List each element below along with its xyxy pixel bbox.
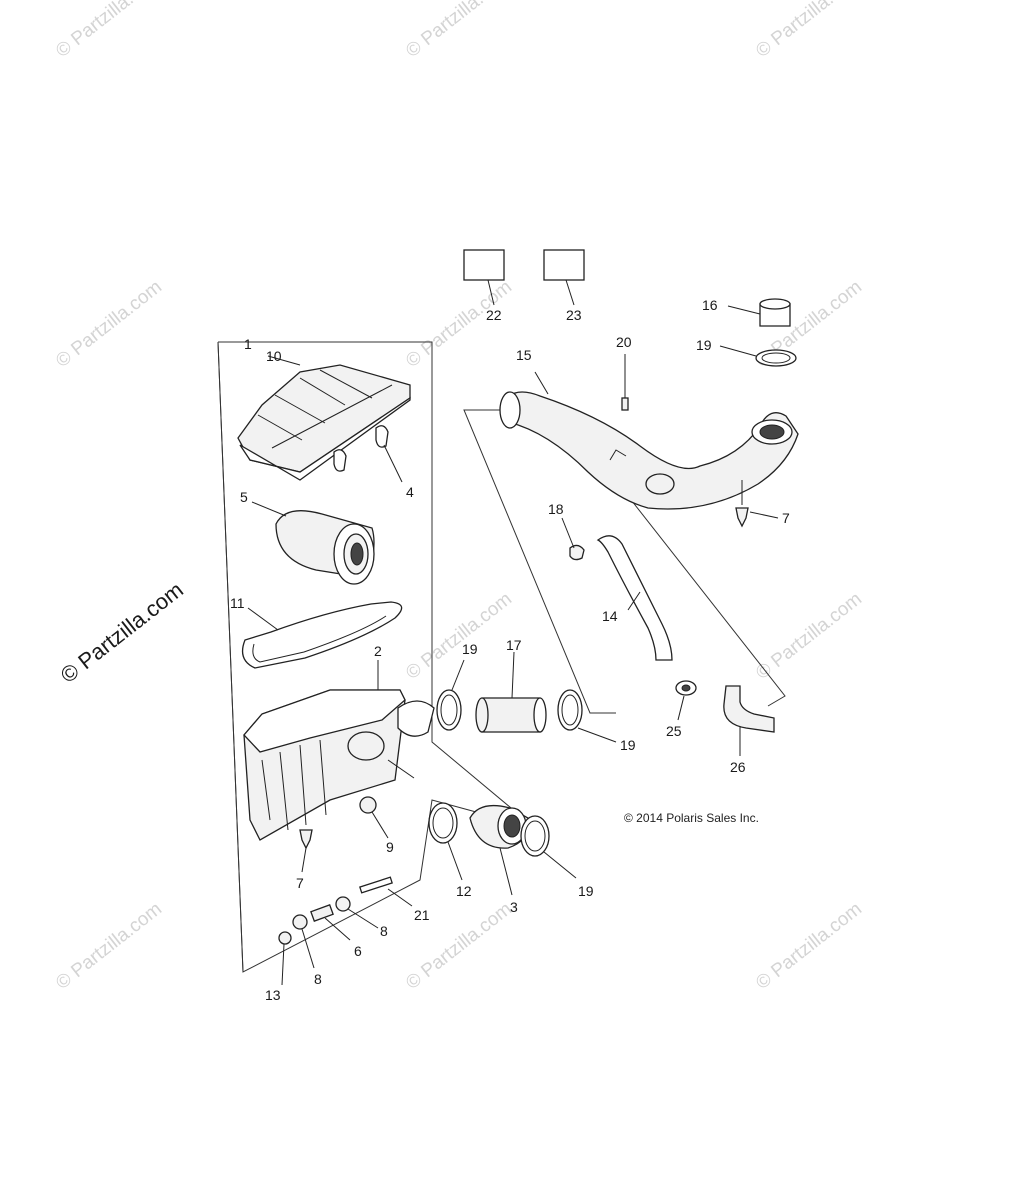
hose-14: [596, 535, 673, 661]
intake-boot: [469, 804, 530, 896]
callout-5: 5: [240, 489, 248, 505]
callout-11: 11: [230, 595, 245, 611]
callout-19-top: 19: [696, 337, 712, 353]
coupler-17: [475, 651, 547, 733]
callout-9: 9: [386, 839, 394, 855]
callout-labels: 1 10 4 5 11 2 9 7 21 8 6 8 13 12 3 19 19…: [230, 297, 790, 1003]
callout-17: 17: [506, 637, 522, 653]
airbox-base: [243, 660, 435, 841]
drain-plug-9: [359, 796, 389, 839]
callout-12: 12: [456, 883, 472, 899]
callout-8-right: 8: [380, 923, 388, 939]
callout-19-b: 19: [620, 737, 636, 753]
callout-8-left: 8: [314, 971, 322, 987]
callout-21: 21: [414, 907, 430, 923]
callout-6: 6: [354, 943, 362, 959]
callout-18: 18: [548, 501, 564, 517]
callout-1: 1: [244, 336, 252, 352]
callout-14: 14: [602, 608, 618, 624]
watermark-text: © Partzilla.com: [52, 277, 166, 372]
watermark-text: © Partzilla.com: [402, 589, 516, 684]
clamp-25: [675, 680, 697, 721]
callout-25: 25: [666, 723, 682, 739]
tube-frame: [463, 409, 786, 714]
clamp-19-lower: [520, 815, 577, 879]
callout-7-left: 7: [296, 875, 304, 891]
hardware-set: [278, 876, 413, 986]
callout-13: 13: [265, 987, 281, 1003]
intake-tube: [499, 371, 799, 510]
callout-23: 23: [566, 307, 582, 323]
watermark-text: © Partzilla.com: [52, 0, 166, 62]
watermark-text: © Partzilla.com: [402, 277, 516, 372]
callout-3: 3: [510, 899, 518, 915]
callout-26: 26: [730, 759, 746, 775]
callout-2: 2: [374, 643, 382, 659]
callout-16: 16: [702, 297, 718, 313]
watermark-layer: © Partzilla.com © Partzilla.com © Partzi…: [52, 0, 866, 994]
callout-19-a: 19: [462, 641, 478, 657]
clamp-18: [561, 517, 585, 561]
air-filter: [251, 501, 375, 585]
airbox-cover: [237, 355, 411, 481]
cover-clips: [333, 425, 403, 483]
callout-19-lower: 19: [578, 883, 594, 899]
callout-4: 4: [406, 484, 414, 500]
screw-20: [621, 354, 629, 411]
callout-7-right: 7: [782, 510, 790, 526]
watermark-text: © Partzilla.com: [752, 899, 866, 994]
gasket: [241, 601, 403, 669]
watermark-text: © Partzilla.com: [402, 0, 516, 62]
sleeve-16: [727, 298, 791, 327]
clamp-12: [428, 802, 463, 881]
copyright-text: © 2014 Polaris Sales Inc.: [624, 811, 759, 825]
clamp-19-top: [719, 345, 797, 367]
watermark-text: © Partzilla.com: [752, 0, 866, 62]
drain-valve-right: [735, 480, 779, 528]
clamp-19-b: [557, 689, 617, 743]
label-box-22: [463, 249, 505, 306]
label-box-23: [543, 249, 585, 306]
watermark-text-large: © Partzilla.com: [56, 577, 188, 688]
callout-22: 22: [486, 307, 502, 323]
clamp-19-a: [436, 659, 465, 731]
watermark-text: © Partzilla.com: [52, 899, 166, 994]
callout-15: 15: [516, 347, 532, 363]
callout-10: 10: [266, 348, 282, 364]
drain-valve-left: [299, 829, 313, 873]
watermark-text: © Partzilla.com: [752, 589, 866, 684]
callout-20: 20: [616, 334, 632, 350]
elbow-26: [723, 685, 775, 756]
